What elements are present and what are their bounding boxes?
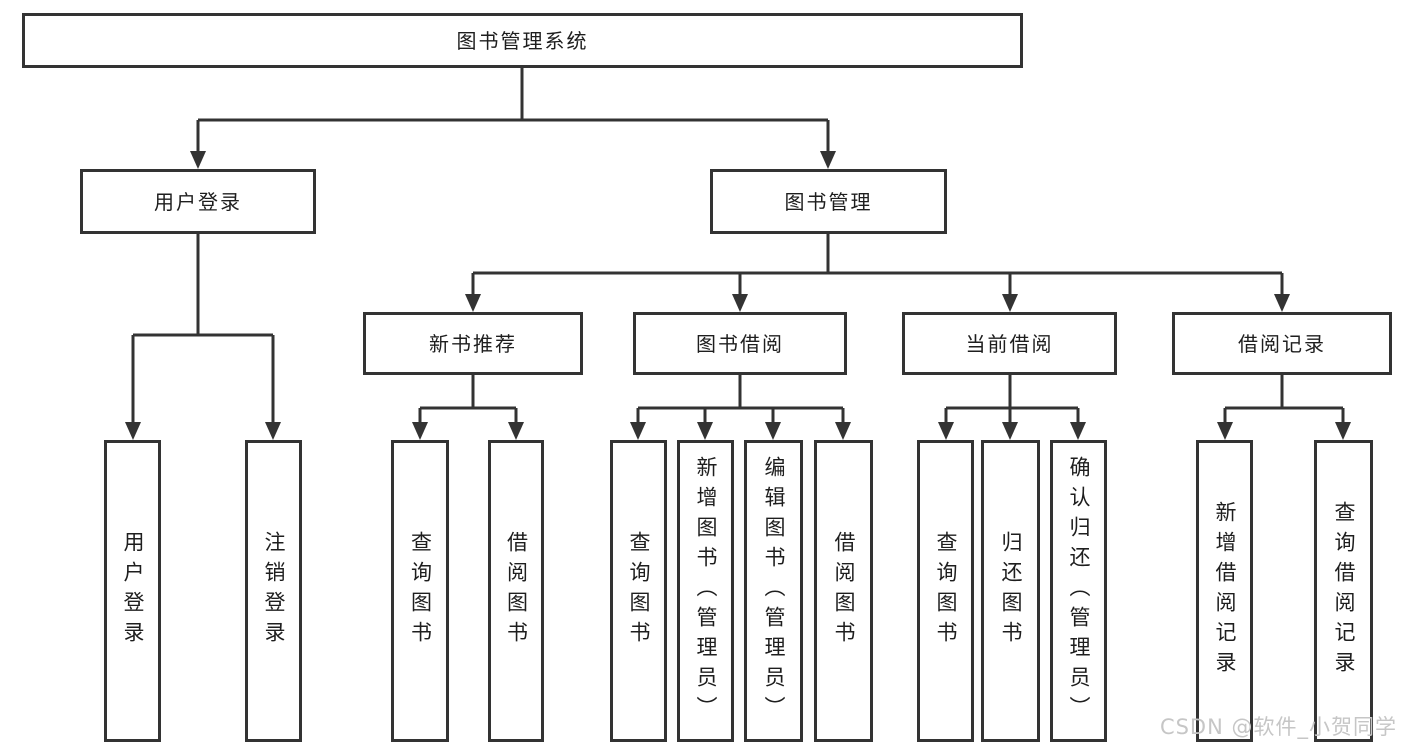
node-library-system: 图书管理系统 — [22, 13, 1023, 68]
arrowhead — [732, 294, 748, 312]
leaf-label: 注销登录 — [262, 531, 286, 651]
arrowhead — [1217, 422, 1233, 440]
node-current-borrow: 当前借阅 — [902, 312, 1117, 375]
node-book-borrow: 图书借阅 — [633, 312, 847, 375]
arrowhead — [820, 151, 836, 169]
connector-user-login-group — [131, 234, 275, 426]
arrowhead — [938, 422, 954, 440]
leaf-label: 借阅图书 — [504, 531, 529, 651]
arrowhead — [1070, 422, 1086, 440]
arrowhead — [265, 422, 281, 440]
leaf-label: 归还图书 — [999, 531, 1023, 651]
leaf-edit-book-admin: 编辑图书（管理员） — [744, 440, 803, 742]
arrowhead — [412, 422, 428, 440]
arrowhead — [465, 294, 481, 312]
leaf-confirm-return-admin: 确认归还（管理员） — [1050, 440, 1107, 742]
leaf-label: 新增图书（管理员） — [694, 456, 718, 726]
arrowhead — [1274, 294, 1290, 312]
leaf-add-book-admin: 新增图书（管理员） — [677, 440, 734, 742]
leaf-label: 确认归还（管理员） — [1067, 456, 1091, 726]
arrowhead — [1002, 294, 1018, 312]
leaf-return-books: 归还图书 — [981, 440, 1040, 742]
arrowhead — [190, 151, 206, 169]
leaf-borrow-query-books: 查询图书 — [610, 440, 667, 742]
arrowhead — [508, 422, 524, 440]
arrowhead — [1002, 422, 1018, 440]
leaf-query-borrow-record: 查询借阅记录 — [1314, 440, 1373, 742]
leaf-label: 借阅图书 — [832, 531, 856, 651]
leaf-borrow-borrow-books: 借阅图书 — [814, 440, 873, 742]
leaf-newbook-borrow-books: 借阅图书 — [488, 440, 544, 742]
node-label: 新书推荐 — [429, 331, 517, 356]
connector-borrow-records-group — [1223, 375, 1345, 426]
node-label: 图书借阅 — [696, 331, 784, 356]
node-borrow-records: 借阅记录 — [1172, 312, 1392, 375]
arrowhead — [125, 422, 141, 440]
node-new-book-recommend: 新书推荐 — [363, 312, 583, 375]
arrowhead — [630, 422, 646, 440]
connector-new-book-group — [418, 375, 518, 426]
leaf-current-query-books: 查询图书 — [917, 440, 974, 742]
node-label: 当前借阅 — [965, 331, 1054, 356]
leaf-label: 查询借阅记录 — [1332, 501, 1356, 681]
node-label: 借阅记录 — [1238, 331, 1326, 356]
csdn-watermark: CSDN @软件_小贺同学 — [1159, 715, 1397, 739]
leaf-label: 新增借阅记录 — [1213, 501, 1237, 681]
connector-book-management-group — [471, 234, 1284, 298]
arrowhead — [697, 422, 713, 440]
connector-current-borrow-group — [944, 375, 1080, 426]
node-book-management: 图书管理 — [710, 169, 947, 234]
leaf-logout: 注销登录 — [245, 440, 302, 742]
connector-root-to-level2 — [196, 68, 830, 153]
leaf-label: 查询图书 — [627, 531, 651, 651]
node-user-login: 用户登录 — [80, 169, 316, 234]
leaf-label: 查询图书 — [408, 531, 433, 651]
leaf-user-login: 用户登录 — [104, 440, 161, 742]
connector-book-borrow-group — [636, 375, 845, 426]
leaf-label: 编辑图书（管理员） — [762, 456, 786, 726]
node-label: 图书管理系统 — [456, 28, 589, 53]
leaf-label: 查询图书 — [934, 531, 958, 651]
leaf-label: 用户登录 — [121, 531, 145, 651]
node-label: 图书管理 — [784, 189, 873, 214]
arrowhead — [1335, 422, 1351, 440]
leaf-newbook-query-books: 查询图书 — [391, 440, 449, 742]
leaf-add-borrow-record: 新增借阅记录 — [1196, 440, 1253, 742]
arrowhead — [765, 422, 781, 440]
node-label: 用户登录 — [154, 189, 242, 214]
arrowhead — [835, 422, 851, 440]
